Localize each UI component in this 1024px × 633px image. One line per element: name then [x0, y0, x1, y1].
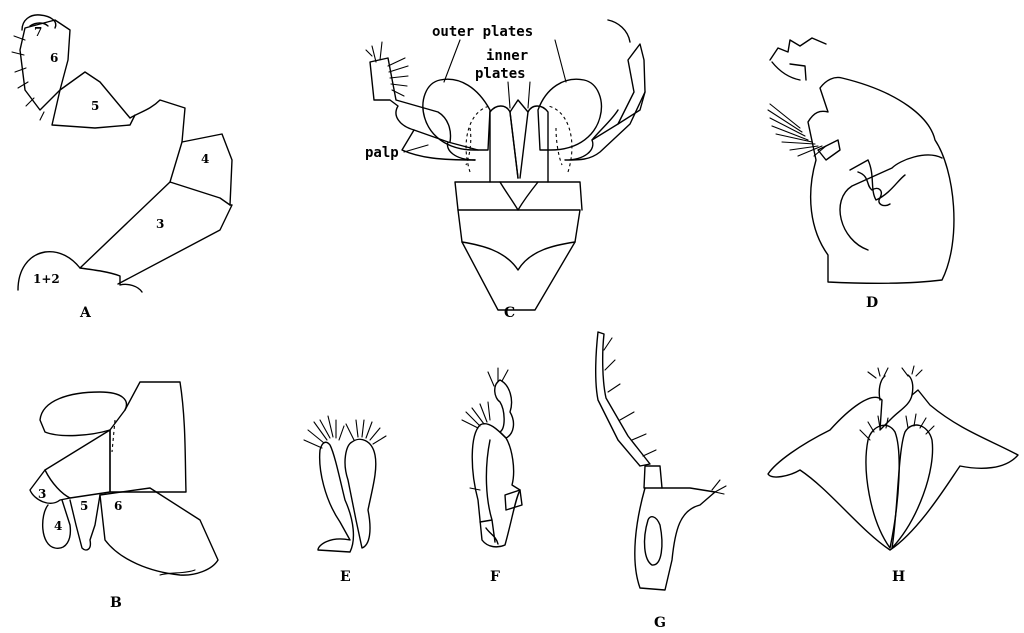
lobe-left	[318, 442, 353, 552]
segment-5	[52, 72, 185, 142]
figure-h-appendage: H	[768, 366, 1018, 585]
incisor	[770, 38, 826, 80]
outer-plate-left	[423, 79, 490, 150]
palp-right	[565, 44, 645, 160]
molar-process	[858, 172, 890, 206]
upper-lobe	[40, 392, 126, 436]
figure-label-c: C	[504, 305, 515, 321]
figure-label-g: G	[654, 615, 666, 631]
basis	[45, 430, 110, 498]
annotation-inner: inner	[486, 48, 528, 64]
segment-label-5: 5	[80, 499, 88, 513]
figure-c-maxillipeds: outer plates inner plates palp C	[365, 20, 645, 321]
segment-label-1-2: 1+2	[33, 272, 60, 286]
figure-d-mandible: D	[768, 38, 954, 311]
inner-plate-right	[520, 106, 548, 182]
mandible-body	[808, 77, 954, 283]
setae	[604, 338, 726, 494]
figure-a-appendage: 6 5 4 3 1+2 7 A	[12, 15, 232, 321]
figure-label-h: H	[892, 569, 905, 585]
setae-top	[868, 366, 922, 378]
setae-left	[304, 416, 344, 448]
segment-label-6: 6	[50, 51, 58, 65]
setae	[462, 368, 508, 490]
figure-g-appendage: G	[596, 332, 726, 631]
base-plate	[635, 488, 715, 590]
segment-3	[30, 470, 70, 503]
annotation-palp: palp	[365, 145, 399, 161]
basal-plate	[458, 210, 580, 310]
figure-f-appendage: F	[462, 368, 522, 585]
segment-label-7: 7	[34, 25, 42, 39]
flagellum	[596, 332, 650, 466]
base-opening	[645, 517, 662, 565]
figure-label-d: D	[866, 295, 878, 311]
peduncle	[644, 466, 662, 488]
segment-3	[80, 182, 232, 284]
figure-b-appendage: 3 4 5 6 B	[30, 382, 218, 611]
annotation-plates: plates	[475, 66, 526, 82]
figure-label-a: A	[79, 305, 92, 321]
segment-label-3: 3	[156, 217, 164, 231]
segment-label-4: 4	[201, 152, 209, 166]
main-body	[472, 424, 520, 547]
segment-label-6: 6	[114, 499, 122, 513]
segment-label-4: 4	[54, 519, 62, 533]
annotation-outer-plates: outer plates	[432, 24, 533, 40]
segment-label-5: 5	[91, 99, 99, 113]
setae	[12, 36, 44, 120]
outer-body	[768, 390, 1018, 550]
lobe-right	[345, 439, 376, 548]
figure-e-appendage: E	[304, 416, 386, 585]
figure-label-e: E	[340, 569, 351, 585]
figure-label-b: B	[110, 595, 122, 611]
segment-4	[170, 134, 232, 205]
coxa	[110, 382, 186, 492]
figure-label-f: F	[490, 569, 500, 585]
segment-label-3: 3	[38, 487, 46, 501]
segment-6	[20, 20, 70, 110]
